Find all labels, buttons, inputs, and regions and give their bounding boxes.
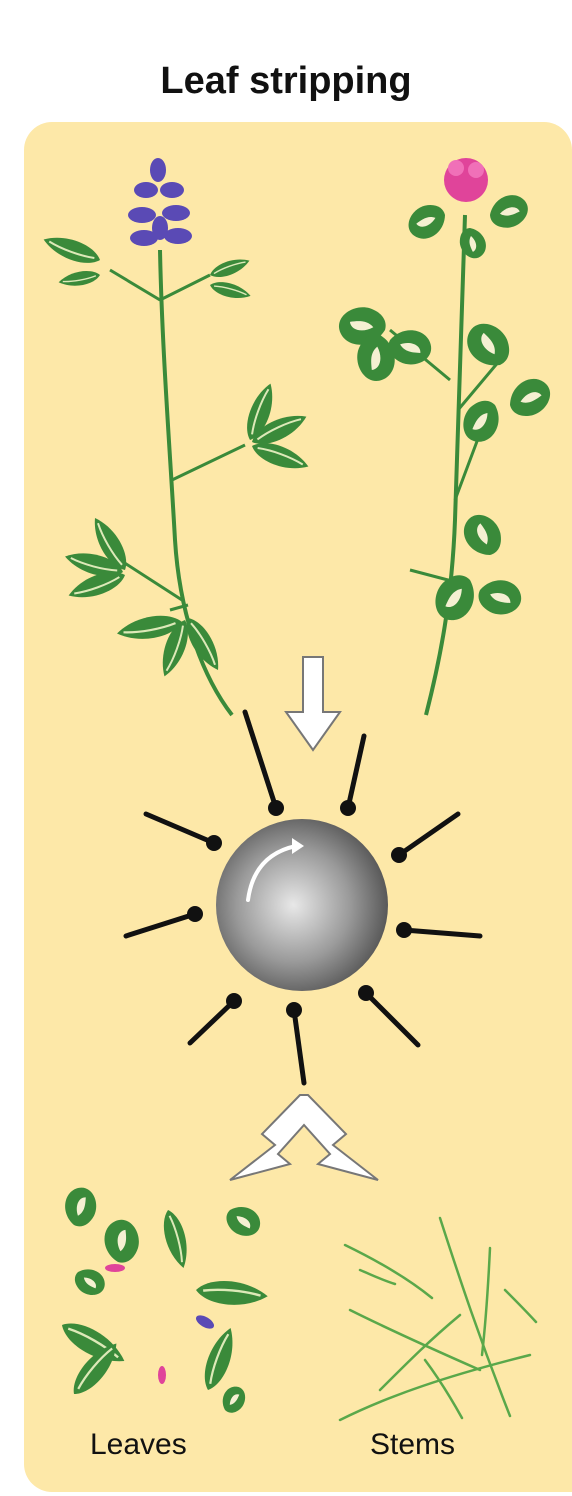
clover-plant-icon — [332, 158, 554, 715]
rotating-drum-icon — [126, 712, 480, 1083]
leaves-label: Leaves — [90, 1428, 187, 1462]
stripped-leaves-icon — [56, 1183, 269, 1414]
split-arrow-icon — [230, 1095, 378, 1180]
down-arrow-icon — [286, 657, 340, 750]
stripped-stems-icon — [340, 1218, 536, 1420]
stems-label: Stems — [370, 1428, 455, 1462]
alfalfa-plant-icon — [40, 158, 311, 715]
